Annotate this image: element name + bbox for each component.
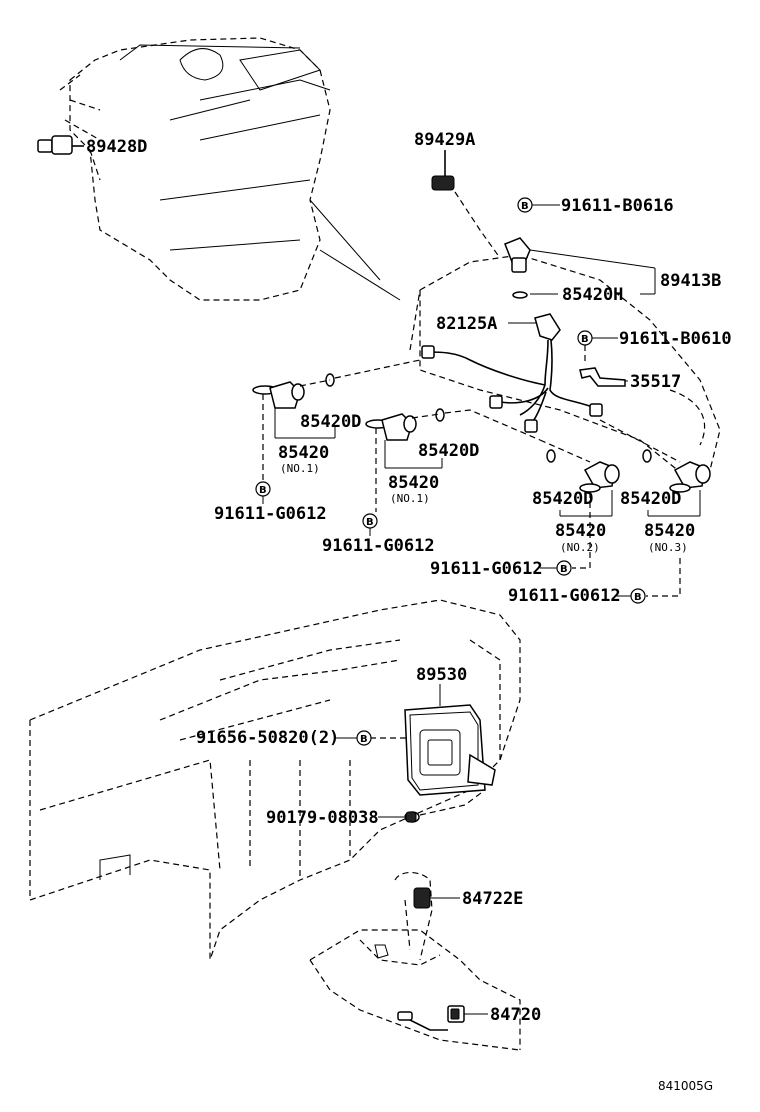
solenoid-85420-no1-left [252, 359, 421, 480]
label-no2: (NO.2) [560, 541, 600, 554]
sensor-89429a [431, 150, 501, 259]
label-82125a: 82125A [436, 314, 497, 334]
wire-harness-82125a [421, 313, 603, 433]
switch-84720 [397, 1005, 488, 1023]
solenoid-85420-no1-center [365, 408, 541, 512]
ecu-89530 [370, 684, 496, 796]
speed-sensor-89413b [504, 237, 656, 299]
bolt-91656-50820: B [334, 730, 372, 746]
svg-text:B: B [366, 517, 374, 528]
label-84722e: 84722E [462, 889, 523, 909]
label-85420h: 85420H [562, 285, 623, 305]
label-91611-g0612-left: 91611-G0612 [214, 504, 327, 524]
label-85420d-left: 85420D [300, 412, 361, 432]
label-85420-no1-left: 85420 [278, 443, 329, 463]
svg-text:B: B [360, 734, 368, 745]
label-85420-no3: 85420 [644, 521, 695, 541]
label-no1-left: (NO.1) [280, 462, 320, 475]
svg-text:B: B [259, 485, 267, 496]
label-89428d: 89428D [86, 137, 147, 157]
bolt-91611-g0612-no2: B [540, 560, 572, 576]
label-89429a: 89429A [414, 130, 475, 150]
label-90179-08038: 90179-08038 [266, 808, 379, 828]
svg-text:B: B [560, 564, 568, 575]
bracket-35517 [579, 367, 706, 446]
label-85420-no1-center: 85420 [388, 473, 439, 493]
label-no1-center: (NO.1) [390, 492, 430, 505]
label-91611-g0612-no2: 91611-G0612 [430, 559, 543, 579]
label-85420d-center: 85420D [418, 441, 479, 461]
label-89530: 89530 [416, 665, 467, 685]
label-91611-g0612-center: 91611-G0612 [322, 536, 435, 556]
bolt-91611-g0612-no3: B [616, 588, 646, 604]
label-91611-b0616: 91611-B0616 [561, 196, 674, 216]
label-85420d-no3: 85420D [620, 489, 681, 509]
clip-90179-08038 [378, 789, 486, 823]
sensor-89428d [37, 135, 84, 155]
dashboard-outline [29, 599, 521, 961]
transmission-outline [409, 254, 721, 481]
switch-84722e [413, 887, 460, 909]
svg-text:B: B [581, 334, 589, 345]
label-no3: (NO.3) [648, 541, 688, 554]
label-35517: 35517 [630, 372, 681, 392]
label-91611-b0610: 91611-B0610 [619, 329, 732, 349]
bolt-91611-g0612-left: B [255, 481, 271, 504]
label-89413b: 89413B [660, 271, 721, 291]
bolt-91611-g0612-center: B [362, 513, 378, 536]
svg-text:B: B [521, 201, 529, 212]
label-85420-no2: 85420 [555, 521, 606, 541]
bolt-91611-b0610: B [577, 330, 618, 362]
solenoid-85420-no3 [599, 419, 711, 597]
diagram-id: 841005G [658, 1079, 713, 1093]
engine-outline [59, 37, 401, 301]
label-91656-50820: 91656-50820(2) [196, 728, 339, 748]
solenoid-85420-no2 [539, 439, 620, 569]
label-85420d-no2: 85420D [532, 489, 593, 509]
bolt-91611-b0616: B [517, 197, 560, 213]
label-91611-g0612-no3: 91611-G0612 [508, 586, 621, 606]
svg-text:B: B [634, 592, 642, 603]
label-84720: 84720 [490, 1005, 541, 1025]
